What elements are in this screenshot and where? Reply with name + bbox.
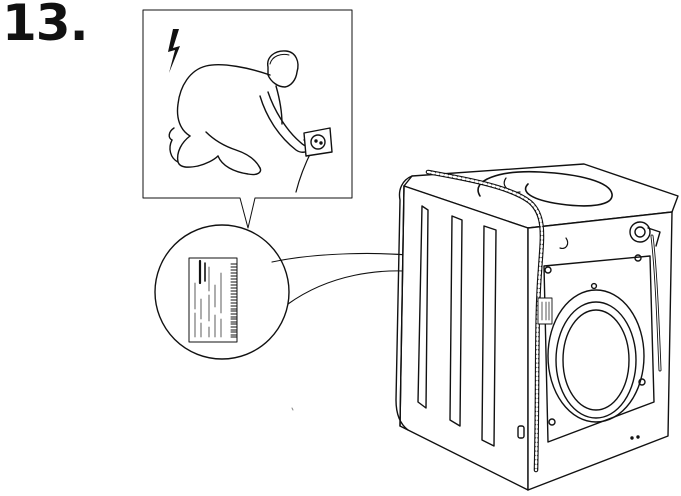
lightning-bolt-icon: [168, 29, 180, 73]
rating-plate-label-icon: [188, 257, 238, 343]
scan-mark: [291, 407, 294, 411]
step-number: 13.: [2, 0, 89, 52]
callout-panel: [142, 9, 353, 229]
wall-outlet-icon: [303, 127, 333, 157]
washing-machine-icon: [395, 163, 679, 491]
